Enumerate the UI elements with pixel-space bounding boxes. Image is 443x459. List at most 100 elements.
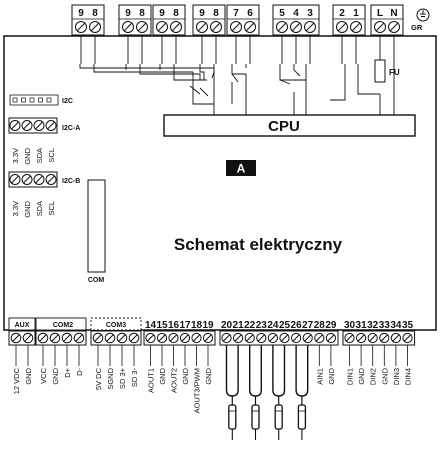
terminal-number: 26 <box>291 320 303 331</box>
top-terminal-number: 9 <box>159 8 165 19</box>
bottom-pin-label: GND <box>24 367 33 384</box>
terminal-number: 27 <box>302 320 314 331</box>
numbered-terminal-screw <box>390 332 401 344</box>
bottom-pin-label: SD 3- <box>130 367 139 387</box>
top-terminal-number: 9 <box>78 8 84 19</box>
numbered-pin-label: DIN1 <box>346 368 355 385</box>
top-terminal-screw <box>290 21 302 33</box>
i2c-pin-label: 3.3V <box>11 201 20 216</box>
bottom-terminal-screw <box>128 332 140 344</box>
header-pin <box>46 97 52 103</box>
numbered-terminal-screw <box>156 332 168 344</box>
i2c-pin-label: GND <box>23 200 32 217</box>
numbered-terminal-screw <box>244 332 255 344</box>
terminal-number: 33 <box>379 320 391 331</box>
temperature-sensor <box>249 345 262 440</box>
top-terminal-number: 6 <box>247 8 253 19</box>
i2c-terminal-screw <box>33 120 45 131</box>
top-terminal-number: 5 <box>279 8 285 19</box>
bottom-pin-label: D- <box>75 368 84 376</box>
fuse-label: FU <box>389 68 400 77</box>
numbered-pin-label: AOUT2 <box>170 368 179 393</box>
numbered-terminal-screw <box>279 332 290 344</box>
terminal-number: 21 <box>233 320 245 331</box>
numbered-pin-label: DIN2 <box>369 368 378 385</box>
bottom-pin-label: 5V DC <box>94 367 103 390</box>
i2c-pin-label: SCL <box>47 201 56 216</box>
top-terminal-screw <box>336 21 348 33</box>
top-terminal-screw <box>276 21 288 33</box>
top-terminal-screw <box>170 21 182 33</box>
top-terminal-number: 8 <box>92 8 98 19</box>
top-terminal-screw <box>75 21 87 33</box>
relay-wiring <box>79 64 395 115</box>
numbered-pin-label: GND <box>204 367 213 384</box>
numbered-terminal-screw <box>256 332 267 344</box>
terminal-number: 14 <box>145 320 157 331</box>
top-terminal-screw <box>374 21 386 33</box>
top-terminal-number: 2 <box>339 8 345 19</box>
top-terminal-screw <box>244 21 256 33</box>
com-module <box>87 179 106 273</box>
numbered-terminal-screw <box>302 332 313 344</box>
i2c-pin-label: SDA <box>35 148 44 163</box>
temperature-sensors <box>225 345 309 440</box>
i2c-terminal-screw <box>21 174 33 185</box>
connector-group-label: COM2 <box>53 322 73 329</box>
temperature-sensor <box>225 345 239 440</box>
numbered-pin-label: AOUT1 <box>147 368 156 393</box>
bottom-terminal-screw <box>104 332 116 344</box>
terminal-number: 16 <box>168 320 180 331</box>
top-terminal-number: 8 <box>213 8 219 19</box>
top-terminal-number: 7 <box>233 8 239 19</box>
header-pin <box>29 97 35 103</box>
numbered-pin-label: AOUT3/PWM <box>193 368 202 413</box>
i2c-terminal-screw <box>45 174 57 185</box>
ground-icon <box>416 8 430 22</box>
numbered-terminal-screw <box>379 332 390 344</box>
numbered-pin-label: GND <box>158 367 167 384</box>
bottom-pin-label: D+ <box>63 367 72 377</box>
top-terminal-screw <box>210 21 222 33</box>
i2c-pin-label: SCL <box>47 148 56 163</box>
i2c-terminal-screw <box>45 120 57 131</box>
numbered-terminal-screw <box>168 332 179 344</box>
bottom-pin-label: SGND <box>106 367 115 389</box>
header-pin <box>38 97 43 103</box>
numbered-terminal-screw <box>233 332 244 344</box>
i2c-terminal-screw <box>9 120 21 131</box>
top-terminal-number: 9 <box>125 8 131 19</box>
bottom-pin-label: VCC <box>39 367 48 383</box>
terminal-number: 22 <box>244 320 256 331</box>
terminal-number: 24 <box>267 320 279 331</box>
bottom-terminal-screw <box>10 332 22 344</box>
terminal-number: 19 <box>202 320 214 331</box>
top-terminal-number: 3 <box>307 8 313 19</box>
numbered-terminal-screw <box>356 332 367 344</box>
numbered-pin-label: AIN1 <box>315 368 324 385</box>
bottom-pin-label: 12 VDC <box>12 367 21 394</box>
terminal-number: 34 <box>390 320 402 331</box>
ground-icon-mark <box>420 10 426 17</box>
top-terminal-screw <box>304 21 316 33</box>
temperature-sensor <box>272 345 286 440</box>
numbered-terminal-screw <box>325 332 336 344</box>
numbered-pin-label: GND <box>380 367 389 384</box>
top-terminal-number: 9 <box>199 8 205 19</box>
terminal-number: 32 <box>367 320 379 331</box>
bottom-pin-label: SD 3+ <box>118 367 127 389</box>
bottom-terminal-screw <box>49 332 61 344</box>
numbered-pin-label: DIN3 <box>392 368 401 385</box>
cpu-block <box>163 114 416 137</box>
controller-board <box>3 35 437 331</box>
terminal-number: 15 <box>156 320 168 331</box>
